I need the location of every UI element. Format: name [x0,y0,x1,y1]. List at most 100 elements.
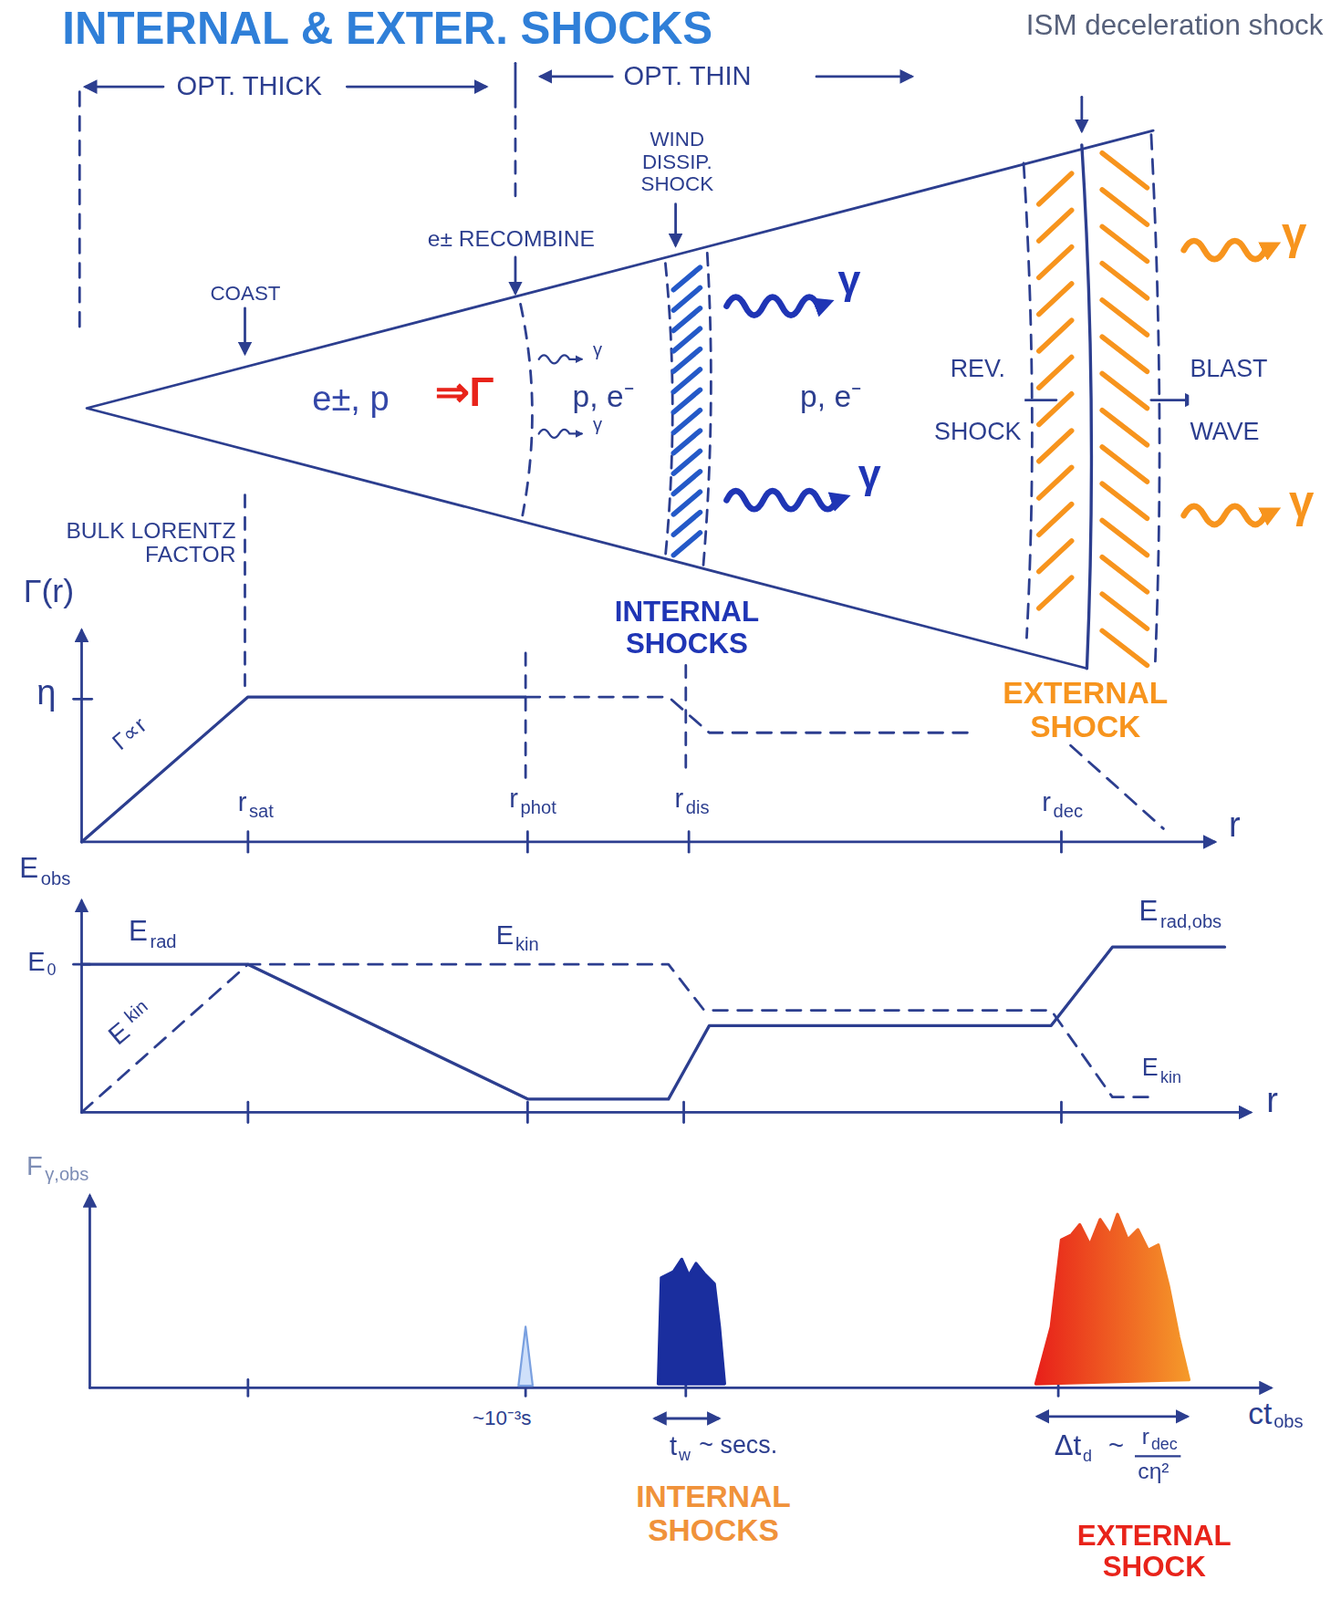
curve-label: E [1137,895,1159,927]
particle-label: p, e⁻ [799,379,863,414]
radius-subscript: dec [1051,801,1084,822]
shock-hatch [1101,520,1147,556]
photosphere [520,303,533,516]
shock-hatch [673,349,700,373]
shock-hatch [1039,467,1072,499]
photon-symbol: γ [592,415,603,436]
lorentz-symbol: ⇒Γ [433,369,495,415]
axis-tick [73,963,91,967]
curve-subscript: kin [514,935,541,956]
radius-subscript: sat [248,801,275,822]
shock-hatch [673,450,700,474]
region-label: OPT. THIN [622,61,752,91]
photon-wiggle [1184,506,1274,525]
shock-hatch [1101,226,1147,261]
region-divider [78,92,82,337]
shock-boundary [703,252,712,568]
callout-label: COAST [208,281,281,305]
photon-wiggle [727,297,828,316]
time-subscript: w [677,1445,692,1465]
guide-line [524,653,528,778]
shock-hatch [1039,247,1072,279]
range-arrow [85,85,164,89]
curve-subscript: rad,obs [1159,912,1223,933]
fraction-bar [1134,1455,1181,1457]
photon-wiggle [727,490,844,510]
region-divider [514,62,518,107]
diagram-title: INTERNAL & EXTER. SHOCKS [61,3,714,53]
time-label: t [668,1432,678,1462]
internal-pulse [658,1259,726,1384]
shock-hatch [1039,283,1072,315]
axis-tick [687,831,691,853]
curve-label: E [127,916,149,948]
pulse-label: EXTERNAL SHOCK [1050,1520,1258,1584]
curve-subscript: rad [148,933,177,954]
photon-symbol: γ [592,341,603,362]
callout-label: REV. SHOCK [930,336,1025,464]
shock-hatch [673,287,700,311]
particle-label: p, e⁻ [571,379,635,414]
axis-title: r [1265,1081,1279,1121]
shock-hatch [1101,336,1147,372]
axis-tick [246,1101,250,1123]
range-arrow [540,75,613,79]
shock-hatch [673,308,700,332]
axis [88,1195,92,1388]
shock-hatch [1101,630,1147,666]
time-label: Δt [1053,1430,1083,1462]
range-arrow [816,75,912,79]
shock-hatch [1101,557,1147,593]
shock-hatch [673,389,700,413]
axis [81,1111,1250,1114]
region-divider [514,116,518,200]
contact-discontinuity [1081,145,1092,669]
axis-title: F [25,1151,44,1181]
axis-value: E [26,946,47,977]
radius-label: r [237,788,249,818]
shock-hatch [673,369,700,393]
axis-tick [246,831,250,853]
radius-label: r [673,783,685,813]
photon-wiggle [539,429,583,438]
callout-label: WIND DISSIP. SHOCK [622,127,732,196]
axis-tick [526,1101,530,1123]
shock-hatch [1039,430,1072,462]
shock-hatch [673,410,700,434]
duration-arrow [654,1417,718,1421]
shock-hatch [673,430,700,454]
shock-hatch [1101,447,1147,482]
shock-hatch [1101,410,1147,446]
axis [81,841,1215,844]
external-pulse [1036,1214,1190,1384]
axis-subscript: γ,obs [43,1165,90,1186]
guide-line [684,665,687,778]
photon-symbol: γ [857,450,883,496]
shock-hatch [1039,540,1072,572]
axis [80,630,84,843]
shock-hatch [1101,300,1147,335]
axis-tick [246,1380,250,1397]
curve-subscript: kin [120,996,154,1029]
shock-hatch [673,532,700,556]
radius-label: r [1040,788,1052,818]
time-label: ~ secs. [697,1432,779,1460]
shock-hatch [1039,209,1072,241]
axis-subscript: obs [40,869,73,890]
shock-hatch [1039,394,1072,426]
shock-hatch [1101,153,1147,188]
shock-hatch [673,512,700,536]
axis-tick [682,1101,686,1123]
note-label: ISM deceleration shock [1020,10,1330,42]
axis [80,901,84,1113]
shock-hatch [1101,263,1147,299]
axis-subscript: 0 [45,961,57,980]
lorentz-curve [81,696,526,843]
axis-tick [1060,1101,1063,1123]
time-label: ~10⁻³s [471,1406,533,1430]
jet-cone [86,130,1154,669]
guide-line [243,495,247,687]
pointer-arrow [514,257,518,293]
